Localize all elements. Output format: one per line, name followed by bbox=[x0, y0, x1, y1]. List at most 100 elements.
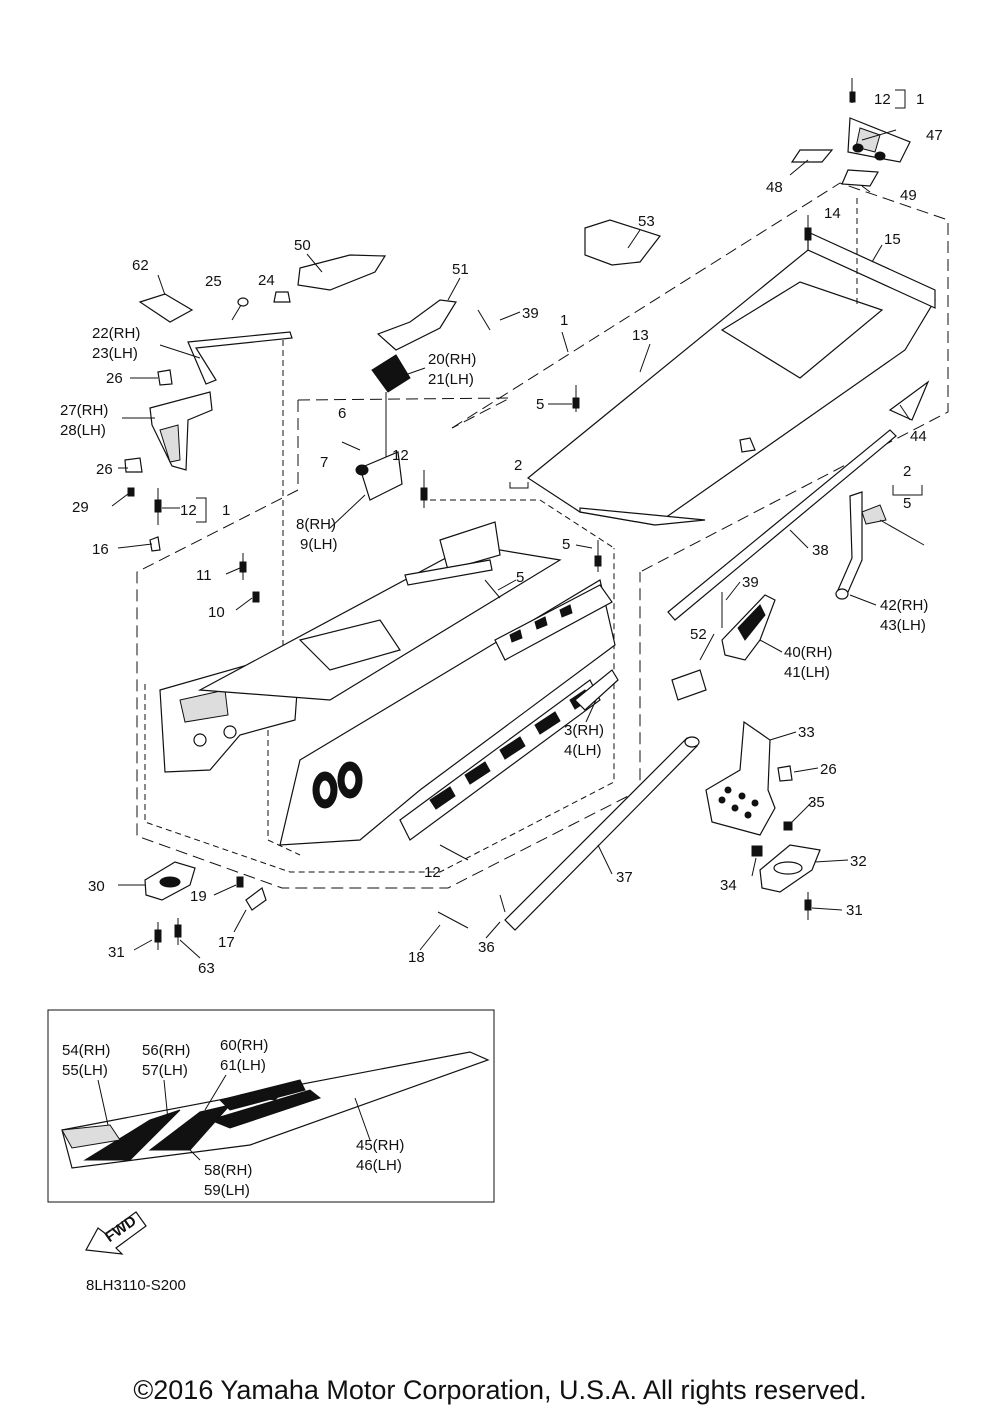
decal-inset: 54(RH) 55(LH) 56(RH) 57(LH) 60(RH) 61(LH… bbox=[47, 1009, 495, 1203]
part-37 bbox=[504, 737, 698, 931]
callout-54: 54(RH) bbox=[62, 1042, 110, 1059]
callout-4: 4(LH) bbox=[564, 742, 602, 759]
part-15-rail bbox=[807, 231, 936, 309]
part-33 bbox=[705, 720, 776, 836]
callout-39-b: 39 bbox=[742, 574, 759, 591]
callout-30: 30 bbox=[88, 878, 105, 895]
part-26-clip-lower bbox=[124, 457, 143, 473]
part-44 bbox=[888, 380, 930, 421]
callout-37: 37 bbox=[616, 869, 633, 886]
part-17 bbox=[245, 887, 267, 911]
part-51 bbox=[376, 299, 457, 351]
callout-6: 6 bbox=[338, 405, 346, 422]
part-52 bbox=[671, 669, 707, 701]
callout-61: 61(LH) bbox=[220, 1057, 266, 1074]
callout-3: 3(RH) bbox=[564, 722, 604, 739]
callout-29: 29 bbox=[72, 499, 89, 516]
callout-62: 62 bbox=[132, 257, 149, 274]
leader-lines bbox=[111, 89, 923, 959]
shaft-group bbox=[499, 669, 707, 931]
callout-46: 46(LH) bbox=[356, 1157, 402, 1174]
part-42 bbox=[837, 491, 863, 593]
part-48 bbox=[790, 149, 834, 163]
callout-31-a: 31 bbox=[846, 902, 863, 919]
callout-13: 13 bbox=[632, 327, 649, 344]
callout-51: 51 bbox=[452, 261, 469, 278]
callout-19: 19 bbox=[190, 888, 207, 905]
part-27 bbox=[149, 391, 213, 471]
copyright-notice: ©2016 Yamaha Motor Corporation, U.S.A. A… bbox=[133, 1375, 867, 1405]
upper-rail bbox=[494, 584, 613, 661]
callout-12-c: 12 bbox=[424, 864, 441, 881]
callout-48: 48 bbox=[766, 179, 783, 196]
assembly-outlines bbox=[136, 182, 949, 889]
callout-42: 42(RH) bbox=[880, 597, 928, 614]
callout-43: 43(LH) bbox=[880, 617, 926, 634]
fwd-arrow: FWD bbox=[85, 1211, 147, 1255]
callout-17: 17 bbox=[218, 934, 235, 951]
callout-58: 58(RH) bbox=[204, 1162, 252, 1179]
callout-50: 50 bbox=[294, 237, 311, 254]
callout-26-a: 26 bbox=[106, 370, 123, 387]
callout-11: 11 bbox=[196, 567, 212, 584]
callout-60: 60(RH) bbox=[220, 1037, 268, 1054]
callout-1: 1 bbox=[560, 312, 568, 329]
callout-25: 25 bbox=[205, 273, 222, 290]
callout-39-top: 39 bbox=[522, 305, 539, 322]
part-13 bbox=[526, 249, 936, 526]
callout-26-c: 26 bbox=[820, 761, 837, 778]
callout-52: 52 bbox=[690, 626, 707, 643]
callout-1-b: 1 bbox=[222, 502, 230, 519]
chassis-frame bbox=[159, 309, 723, 929]
part-3 bbox=[574, 669, 619, 711]
callout-9: 9(LH) bbox=[300, 536, 338, 553]
diagram-code: 8LH3110-S200 bbox=[86, 1277, 186, 1294]
callout-23: 23(LH) bbox=[92, 345, 138, 362]
callout-22: 22(RH) bbox=[92, 325, 140, 342]
callout-2-a: 2 bbox=[514, 457, 522, 474]
side-guard-group bbox=[721, 594, 776, 661]
callout-14: 14 bbox=[824, 205, 841, 222]
callout-55: 55(LH) bbox=[62, 1062, 108, 1079]
callout-56: 56(RH) bbox=[142, 1042, 190, 1059]
part-26-clip-upper bbox=[157, 369, 173, 386]
callout-49: 49 bbox=[900, 187, 917, 204]
callout-5-b: 5 bbox=[903, 495, 911, 512]
callout-labels: 12 1 47 48 49 14 15 53 62 25 24 50 51 39… bbox=[60, 91, 943, 977]
part-22 bbox=[187, 331, 293, 385]
left-lower-group bbox=[144, 861, 196, 950]
crossmember bbox=[439, 521, 501, 571]
part-26-clip-right bbox=[777, 765, 793, 782]
rear-bracket-group bbox=[790, 78, 911, 187]
tunnel-cover-group bbox=[526, 198, 936, 526]
part-8 bbox=[359, 451, 403, 501]
callout-36: 36 bbox=[478, 939, 495, 956]
part-38 bbox=[667, 429, 897, 621]
callout-20: 20(RH) bbox=[428, 351, 476, 368]
callout-32: 32 bbox=[850, 853, 867, 870]
callout-26-b: 26 bbox=[96, 461, 113, 478]
part-53 bbox=[584, 219, 661, 266]
callout-47: 47 bbox=[926, 127, 943, 144]
callout-1-top: 1 bbox=[916, 91, 924, 108]
callout-57: 57(LH) bbox=[142, 1062, 188, 1079]
callout-63: 63 bbox=[198, 960, 215, 977]
part-16 bbox=[149, 536, 161, 552]
callout-15: 15 bbox=[884, 231, 901, 248]
part-50 bbox=[297, 254, 387, 291]
upper-decal-group bbox=[297, 254, 457, 508]
callout-35: 35 bbox=[808, 794, 825, 811]
callout-5-d: 5 bbox=[516, 569, 524, 586]
callout-18: 18 bbox=[408, 949, 425, 966]
left-upper-group bbox=[124, 291, 293, 690]
rear-arm-group bbox=[667, 380, 930, 621]
callout-33: 33 bbox=[798, 724, 815, 741]
part-34 bbox=[751, 845, 763, 857]
callout-53: 53 bbox=[638, 213, 655, 230]
callout-27: 27(RH) bbox=[60, 402, 108, 419]
callout-24: 24 bbox=[258, 272, 275, 289]
part-13-panel bbox=[720, 281, 884, 379]
callout-7: 7 bbox=[320, 454, 328, 471]
callout-40: 40(RH) bbox=[784, 644, 832, 661]
